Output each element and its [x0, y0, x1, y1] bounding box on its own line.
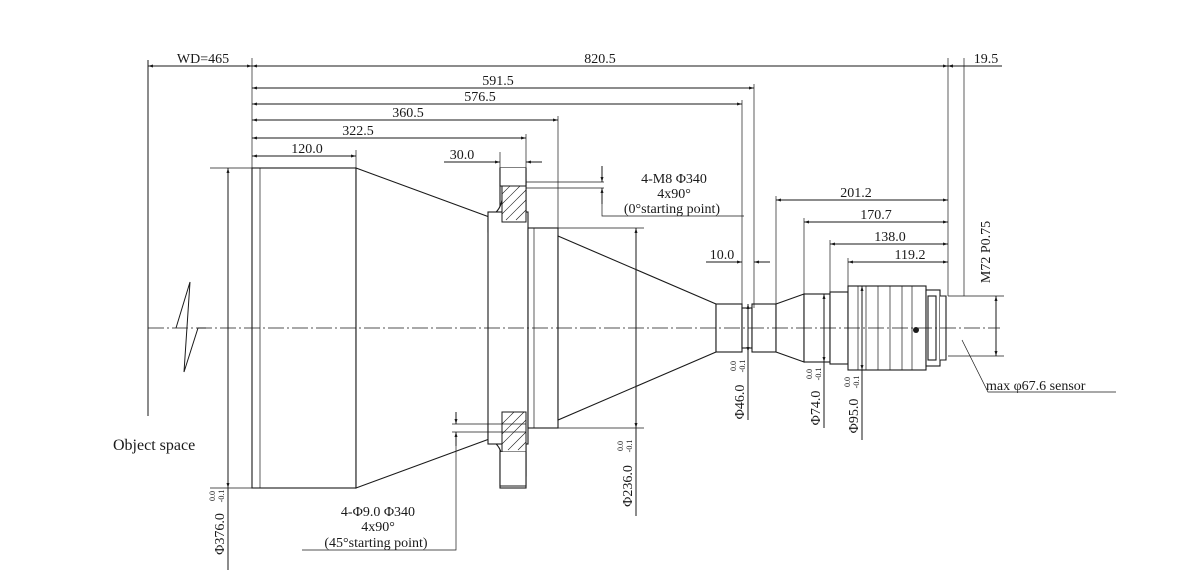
note-hole-line3: (45°starting point) [324, 536, 428, 551]
tol-74-upper: 0.0 [805, 369, 814, 379]
note-m8-line1: 4-M8 Φ340 [641, 172, 707, 187]
note-m8-line3: (0°starting point) [624, 202, 721, 217]
dia-46: Φ46.0 [733, 385, 748, 420]
note-m8-line2: 4x90° [657, 187, 691, 202]
tol-376-lower: -0.1 [217, 490, 226, 503]
dim-120: 120.0 [291, 142, 323, 157]
tol-95-lower: -0.1 [852, 376, 861, 389]
dim-591: 591.5 [482, 74, 514, 89]
dim-201: 201.2 [840, 186, 872, 201]
dim-576: 576.5 [464, 90, 496, 105]
dia-376: Φ376.0 [213, 513, 228, 555]
object-space-marker [147, 60, 206, 416]
dim-wd: WD=465 [177, 52, 229, 67]
dim-138: 138.0 [874, 230, 906, 245]
dim-10: 10.0 [710, 248, 735, 263]
tol-95-upper: 0.0 [843, 377, 852, 387]
dimension-lines [148, 58, 1116, 570]
dim-119: 119.2 [895, 248, 926, 263]
note-hole-line2: 4x90° [361, 520, 395, 535]
tol-236-lower: -0.1 [625, 440, 634, 453]
dim-820: 820.5 [584, 52, 616, 67]
sensor-note: max φ67.6 sensor [986, 379, 1086, 394]
thread-label: M72 P0.75 [979, 221, 994, 283]
dim-170: 170.7 [860, 208, 892, 223]
dim-360: 360.5 [392, 106, 424, 121]
dia-236: Φ236.0 [621, 465, 636, 507]
dia-95: Φ95.0 [847, 399, 862, 434]
object-space-label: Object space [113, 437, 195, 454]
dim-19: 19.5 [974, 52, 999, 67]
tol-74-lower: -0.1 [814, 368, 823, 381]
tol-376-upper: 0.0 [208, 491, 217, 501]
dim-30: 30.0 [450, 148, 475, 163]
dim-322: 322.5 [342, 124, 374, 139]
tol-236-upper: 0.0 [616, 441, 625, 451]
tol-46-lower: -0.1 [738, 360, 747, 373]
dia-74: Φ74.0 [809, 391, 824, 426]
note-hole-line1: 4-Φ9.0 Φ340 [341, 505, 415, 520]
tol-46-upper: 0.0 [729, 361, 738, 371]
